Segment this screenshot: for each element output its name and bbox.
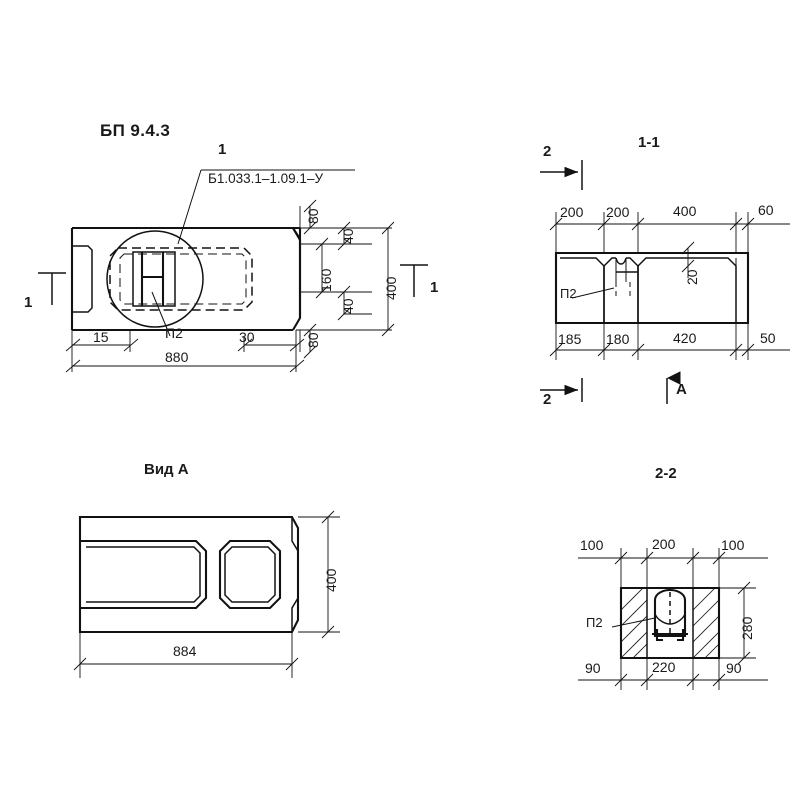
section-11-dim-185: 185 [558, 331, 582, 347]
main-code-label: Б1.033.1–1.09.1–У [208, 171, 324, 186]
section-11-dim-420: 420 [673, 330, 697, 346]
main-view-geometry [70, 169, 355, 337]
main-dim-400: 400 [383, 276, 399, 300]
section-11-dim-400: 400 [673, 203, 697, 219]
section-11-dim-200b: 200 [606, 204, 630, 220]
main-embed-label: П2 [165, 325, 183, 341]
section-11-mark-2-top: 2 [543, 143, 552, 160]
main-dim-880: 880 [165, 349, 189, 365]
section-11-dim-50: 50 [760, 330, 776, 346]
section-22-geometry [611, 586, 721, 660]
section-22-dim-100b: 100 [721, 537, 745, 553]
section-11-geometry [554, 251, 750, 325]
main-view-title: БП 9.4.3 [100, 121, 171, 140]
section-22-title: 2-2 [655, 465, 677, 482]
view-a-dim-400: 400 [323, 568, 339, 592]
section-22-dim-90b: 90 [726, 660, 742, 676]
main-view-dimensions [65, 199, 395, 373]
main-section-mark-left: 1 [24, 294, 33, 311]
main-dim-40-bottom: 40 [340, 298, 356, 314]
view-a-dim-884: 884 [173, 643, 197, 659]
view-a-geometry [78, 515, 300, 634]
view-a-dimensions [73, 510, 340, 678]
main-callout-number: 1 [218, 141, 227, 158]
section-22-dim-280: 280 [739, 616, 755, 640]
section-22-marks [540, 160, 681, 404]
section-11-title: 1-1 [638, 134, 660, 151]
section-11-embed-label: П2 [560, 286, 577, 301]
view-a-title: Вид А [144, 461, 189, 478]
main-dim-40-top: 40 [340, 228, 356, 244]
section-22-dim-220: 220 [652, 659, 676, 675]
section-22-dim-100a: 100 [580, 537, 604, 553]
main-dim-80-top: 80 [305, 208, 321, 224]
main-section-marks [38, 264, 428, 305]
section-11-dim-180: 180 [606, 331, 630, 347]
section-22-embed-label: П2 [586, 615, 603, 630]
section-11-dim-60: 60 [758, 202, 774, 218]
main-section-mark-right: 1 [430, 279, 439, 296]
main-dim-80-bottom: 80 [305, 332, 321, 348]
section-22-dim-90a: 90 [585, 660, 601, 676]
section-11-dimensions [549, 212, 790, 360]
section-22-dimensions [578, 548, 768, 690]
section-22-dim-200: 200 [652, 536, 676, 552]
main-dim-15: 15 [93, 329, 109, 345]
view-arrow-label-a: A [676, 381, 687, 398]
section-11-dim-20: 20 [684, 269, 700, 285]
main-dim-30: 30 [239, 329, 255, 345]
main-dim-160: 160 [318, 268, 334, 292]
section-11-mark-2-bottom: 2 [543, 391, 552, 408]
section-11-dim-200a: 200 [560, 204, 584, 220]
